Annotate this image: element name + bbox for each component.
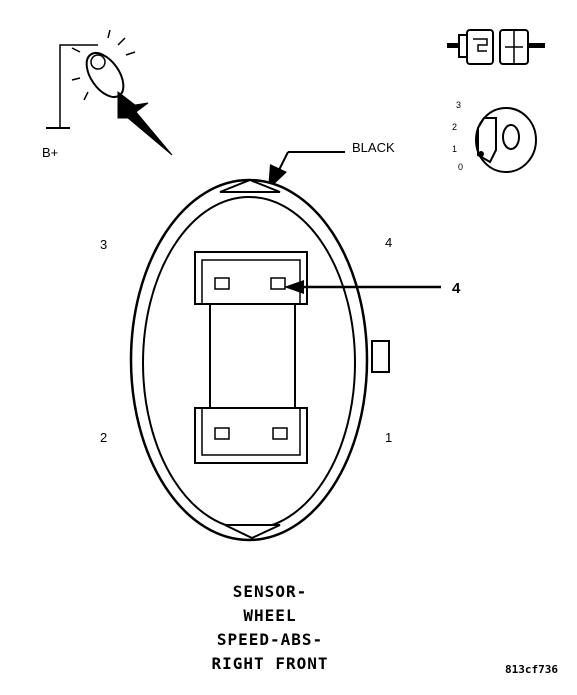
ignition-position-3: 3: [456, 100, 461, 110]
ignition-position-1: 1: [452, 144, 457, 154]
terminal-1-cavity: [272, 427, 288, 440]
terminal-label-1: 1: [385, 430, 392, 445]
terminal-label-4: 4: [385, 235, 392, 250]
callout-arrow: [284, 280, 304, 294]
terminal-4-cavity: [270, 277, 286, 290]
terminal-2-cavity: [214, 427, 230, 440]
ignition-position-0: 0: [458, 162, 463, 172]
ignition-switch-icon: [475, 107, 537, 173]
diagram-title: SENSOR- WHEEL SPEED-ABS- RIGHT FRONT: [150, 580, 390, 676]
terminal-label-2: 2: [100, 430, 107, 445]
b-plus-label: B+: [42, 145, 58, 160]
terminal-label-3: 3: [100, 237, 107, 252]
test-light-probe-icon: [46, 29, 173, 156]
terminal-3-cavity: [214, 277, 230, 290]
title-line-1: SENSOR-: [232, 582, 308, 601]
callout-number: 4: [452, 280, 461, 297]
title-line-4: RIGHT FRONT: [211, 654, 329, 673]
black-wire-label: BLACK: [352, 140, 395, 155]
title-line-2: WHEEL: [243, 606, 297, 625]
title-line-3: SPEED-ABS-: [216, 630, 324, 649]
disconnected-connector-icon: [447, 29, 545, 65]
image-code: 813cf736: [505, 663, 558, 676]
connector-body: [129, 178, 390, 542]
ignition-position-2: 2: [452, 122, 457, 132]
